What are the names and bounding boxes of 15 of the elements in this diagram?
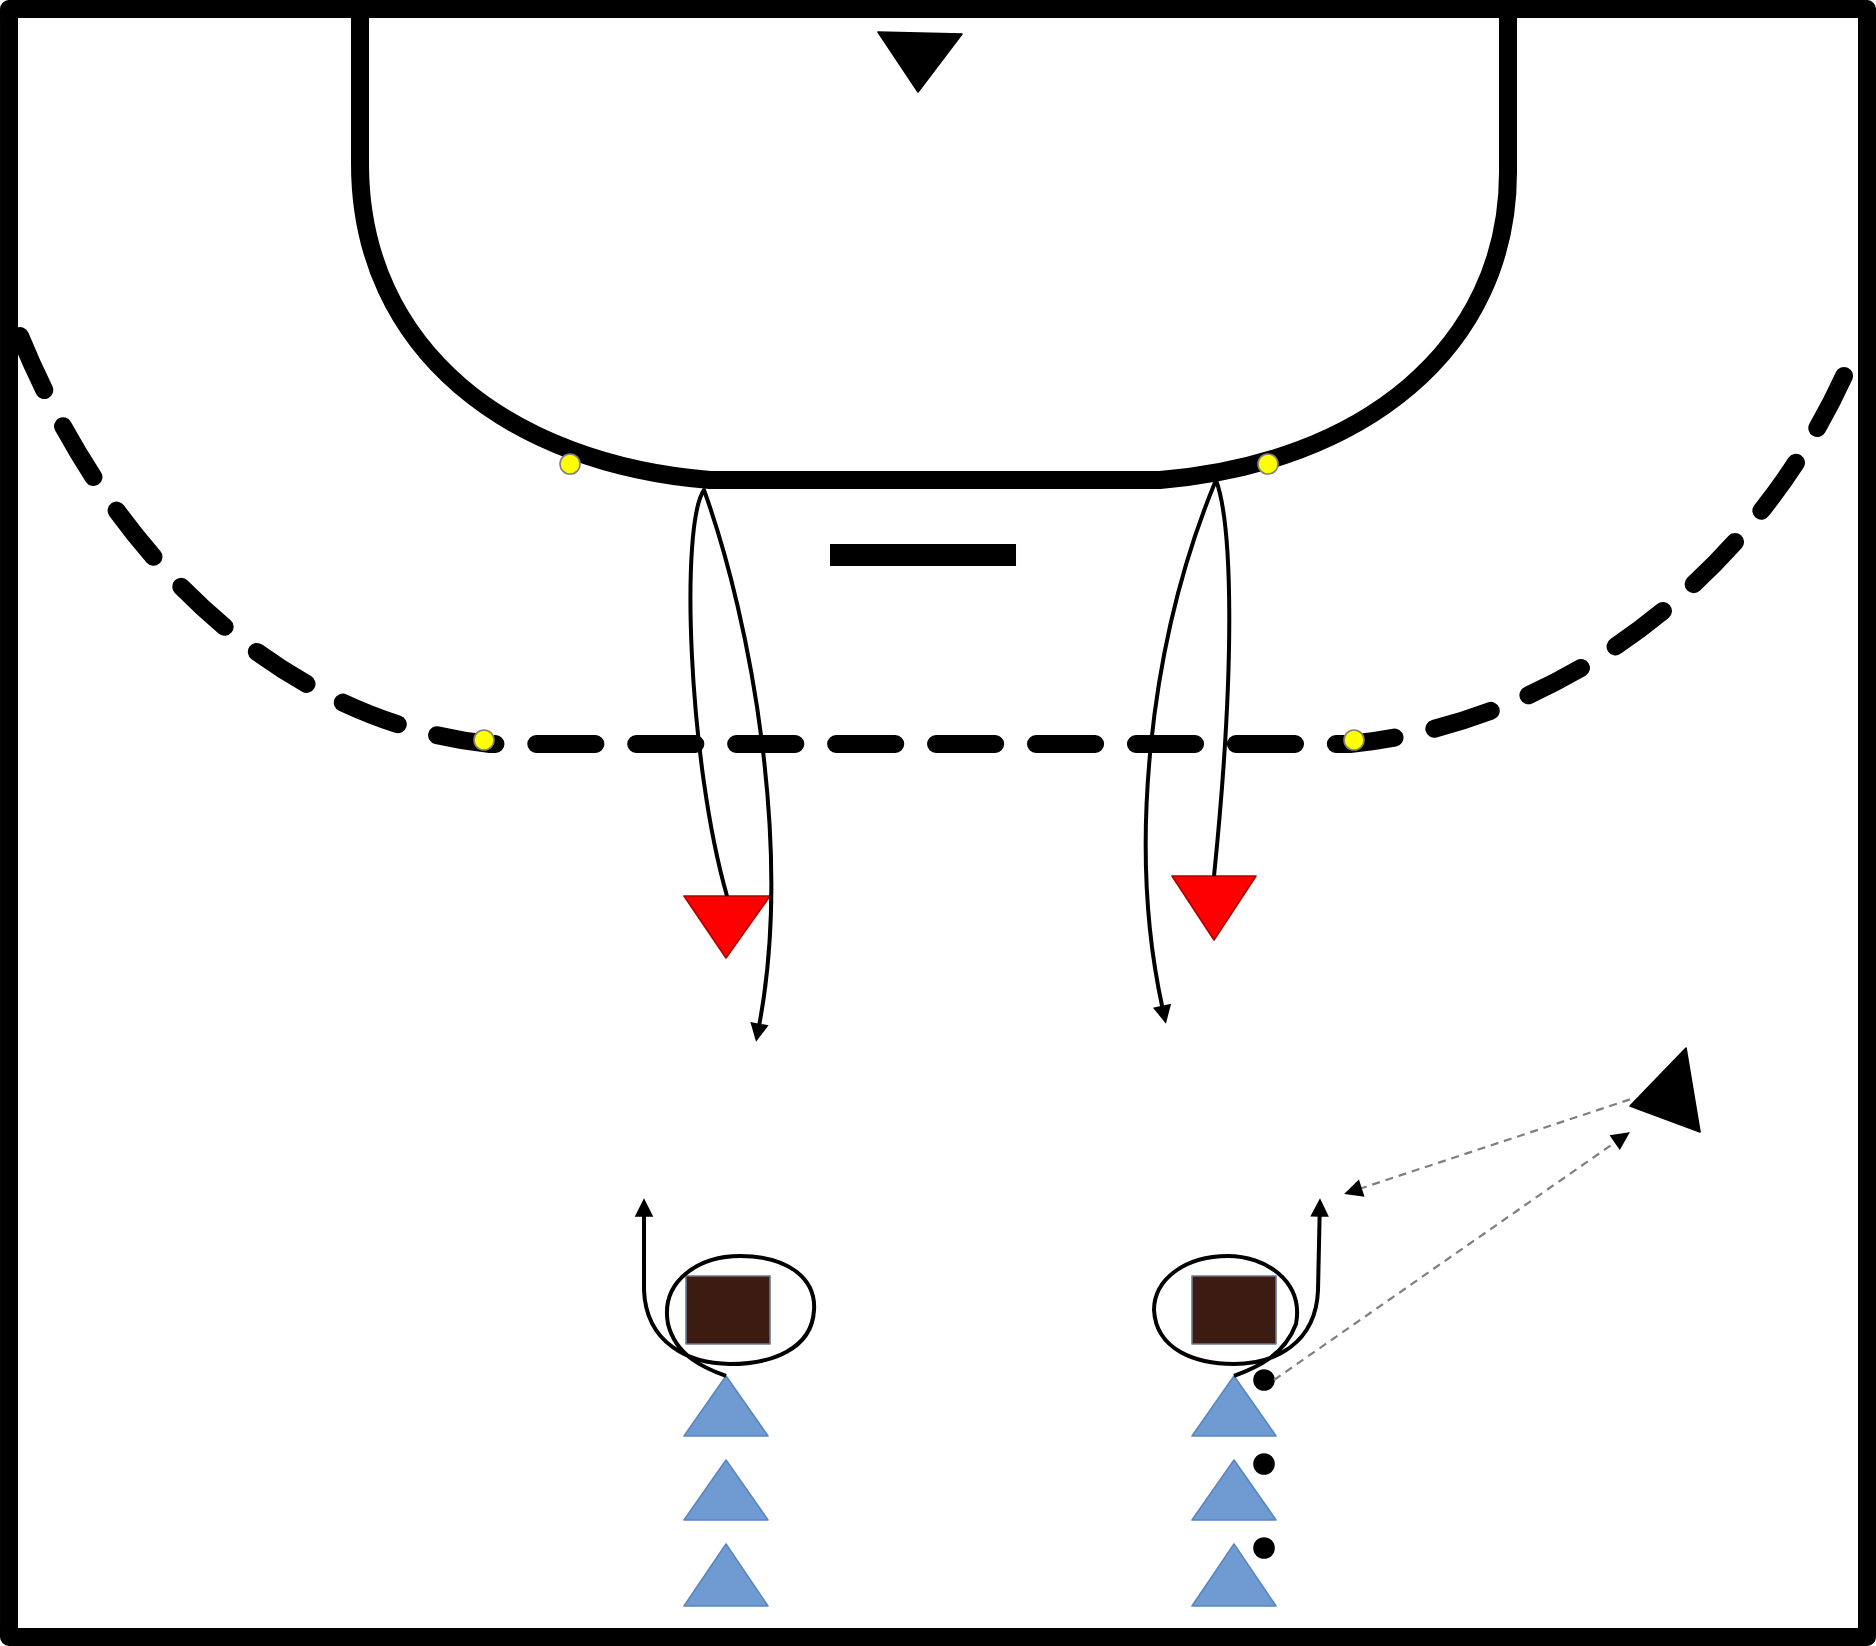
player-triangle	[683, 895, 771, 959]
player-triangle	[1191, 1375, 1277, 1437]
player-triangle	[1171, 875, 1257, 941]
box-marker	[1191, 1275, 1277, 1345]
player-triangle	[683, 1459, 769, 1521]
player-triangle	[1191, 1459, 1277, 1521]
ball-dot	[1253, 1453, 1275, 1475]
player-triangle	[877, 31, 963, 93]
player-triangle	[683, 1543, 769, 1607]
box-marker	[685, 1275, 771, 1345]
ball-dot	[1253, 1369, 1275, 1391]
ball-dot	[1253, 1537, 1275, 1559]
player-triangle	[1629, 1047, 1701, 1133]
player-triangle	[683, 1375, 769, 1437]
player-triangle	[1191, 1543, 1277, 1607]
